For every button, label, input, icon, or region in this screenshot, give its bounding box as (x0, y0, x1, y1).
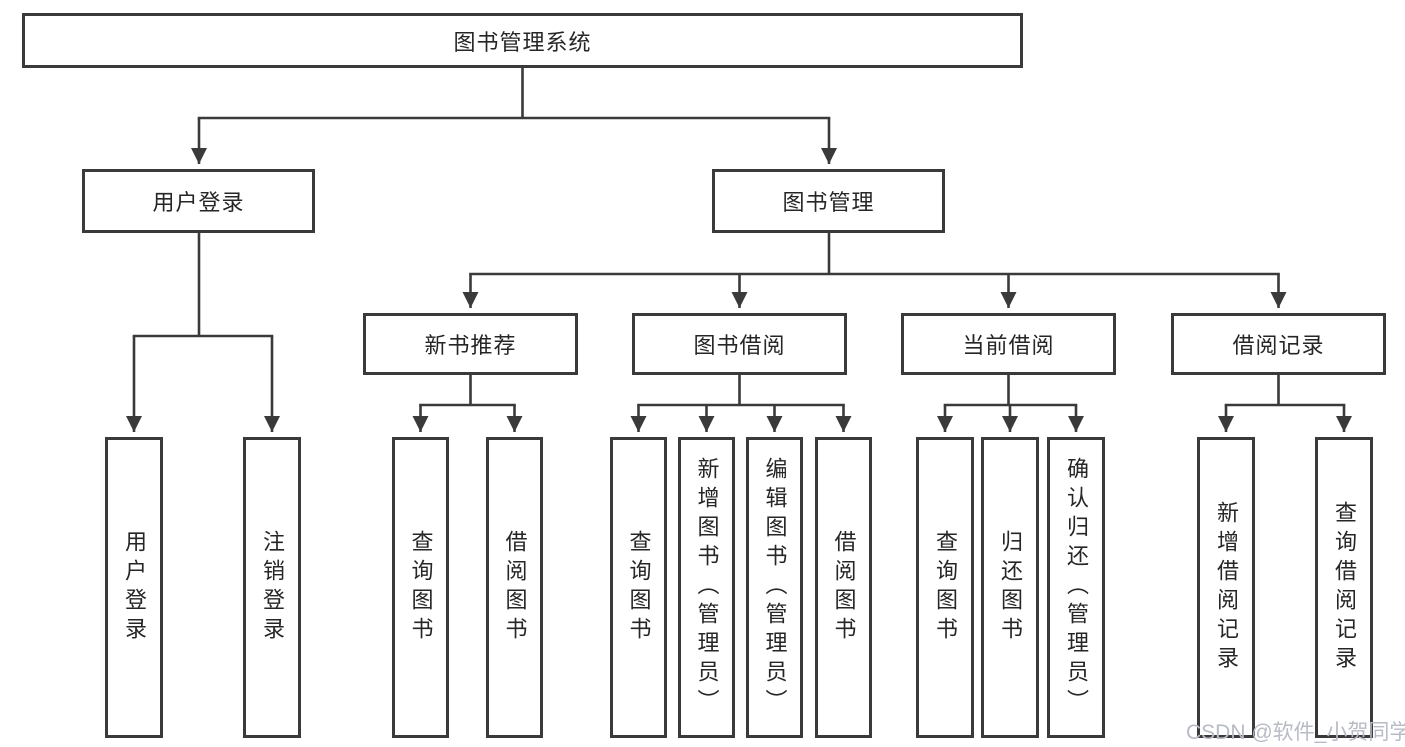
leaf-query-books-3: 查询图书 (916, 437, 974, 738)
leaf-return-books-label: 归还图书 (998, 529, 1023, 646)
leaf-confirm-return-admin: 确认归还（管理员） (1047, 437, 1105, 738)
leaf-query-books-1: 查询图书 (392, 437, 449, 738)
leaf-add-borrow-record: 新增借阅记录 (1197, 437, 1255, 738)
node-current-borrowing: 当前借阅 (901, 313, 1116, 375)
node-root-label: 图书管理系统 (453, 29, 592, 55)
node-book-management-module: 图书管理 (712, 169, 945, 233)
leaf-query-books-2: 查询图书 (610, 437, 667, 738)
leaf-borrow-books-1: 借阅图书 (486, 437, 543, 738)
leaf-add-borrow-record-label: 新增借阅记录 (1214, 500, 1239, 675)
leaf-add-books-admin: 新增图书（管理员） (678, 437, 735, 738)
leaf-add-books-admin-label: 新增图书（管理员） (694, 457, 720, 718)
node-book-management-module-label: 图书管理 (782, 190, 875, 215)
leaf-query-books-3-label: 查询图书 (933, 529, 958, 646)
leaf-user-login: 用户登录 (105, 437, 163, 738)
leaf-borrow-books-1-label: 借阅图书 (502, 529, 528, 646)
node-user-login-module: 用户登录 (82, 169, 315, 233)
leaf-return-books: 归还图书 (981, 437, 1039, 738)
node-new-book-recommend: 新书推荐 (363, 313, 578, 375)
node-root: 图书管理系统 (22, 13, 1023, 68)
leaf-query-borrow-record: 查询借阅记录 (1315, 437, 1373, 738)
leaf-query-books-1-label: 查询图书 (408, 529, 434, 646)
node-book-borrowing-label: 图书借阅 (693, 333, 786, 358)
leaf-logout-label: 注销登录 (260, 529, 285, 646)
leaf-logout: 注销登录 (243, 437, 301, 738)
node-new-book-recommend-label: 新书推荐 (424, 333, 517, 358)
leaf-query-borrow-record-label: 查询借阅记录 (1332, 500, 1357, 675)
leaf-edit-books-admin-label: 编辑图书（管理员） (762, 457, 788, 718)
leaf-borrow-books-2: 借阅图书 (815, 437, 872, 738)
node-borrowing-records: 借阅记录 (1171, 313, 1386, 375)
node-current-borrowing-label: 当前借阅 (962, 333, 1055, 358)
node-user-login-module-label: 用户登录 (152, 190, 245, 215)
leaf-query-books-2-label: 查询图书 (626, 529, 652, 646)
leaf-user-login-label: 用户登录 (122, 529, 147, 646)
node-book-borrowing: 图书借阅 (632, 313, 847, 375)
node-borrowing-records-label: 借阅记录 (1232, 333, 1325, 358)
leaf-edit-books-admin: 编辑图书（管理员） (746, 437, 803, 738)
leaf-confirm-return-admin-label: 确认归还（管理员） (1064, 457, 1089, 718)
leaf-borrow-books-2-label: 借阅图书 (831, 529, 857, 646)
watermark: CSDN @软件_小贺同学 (1186, 721, 1405, 744)
